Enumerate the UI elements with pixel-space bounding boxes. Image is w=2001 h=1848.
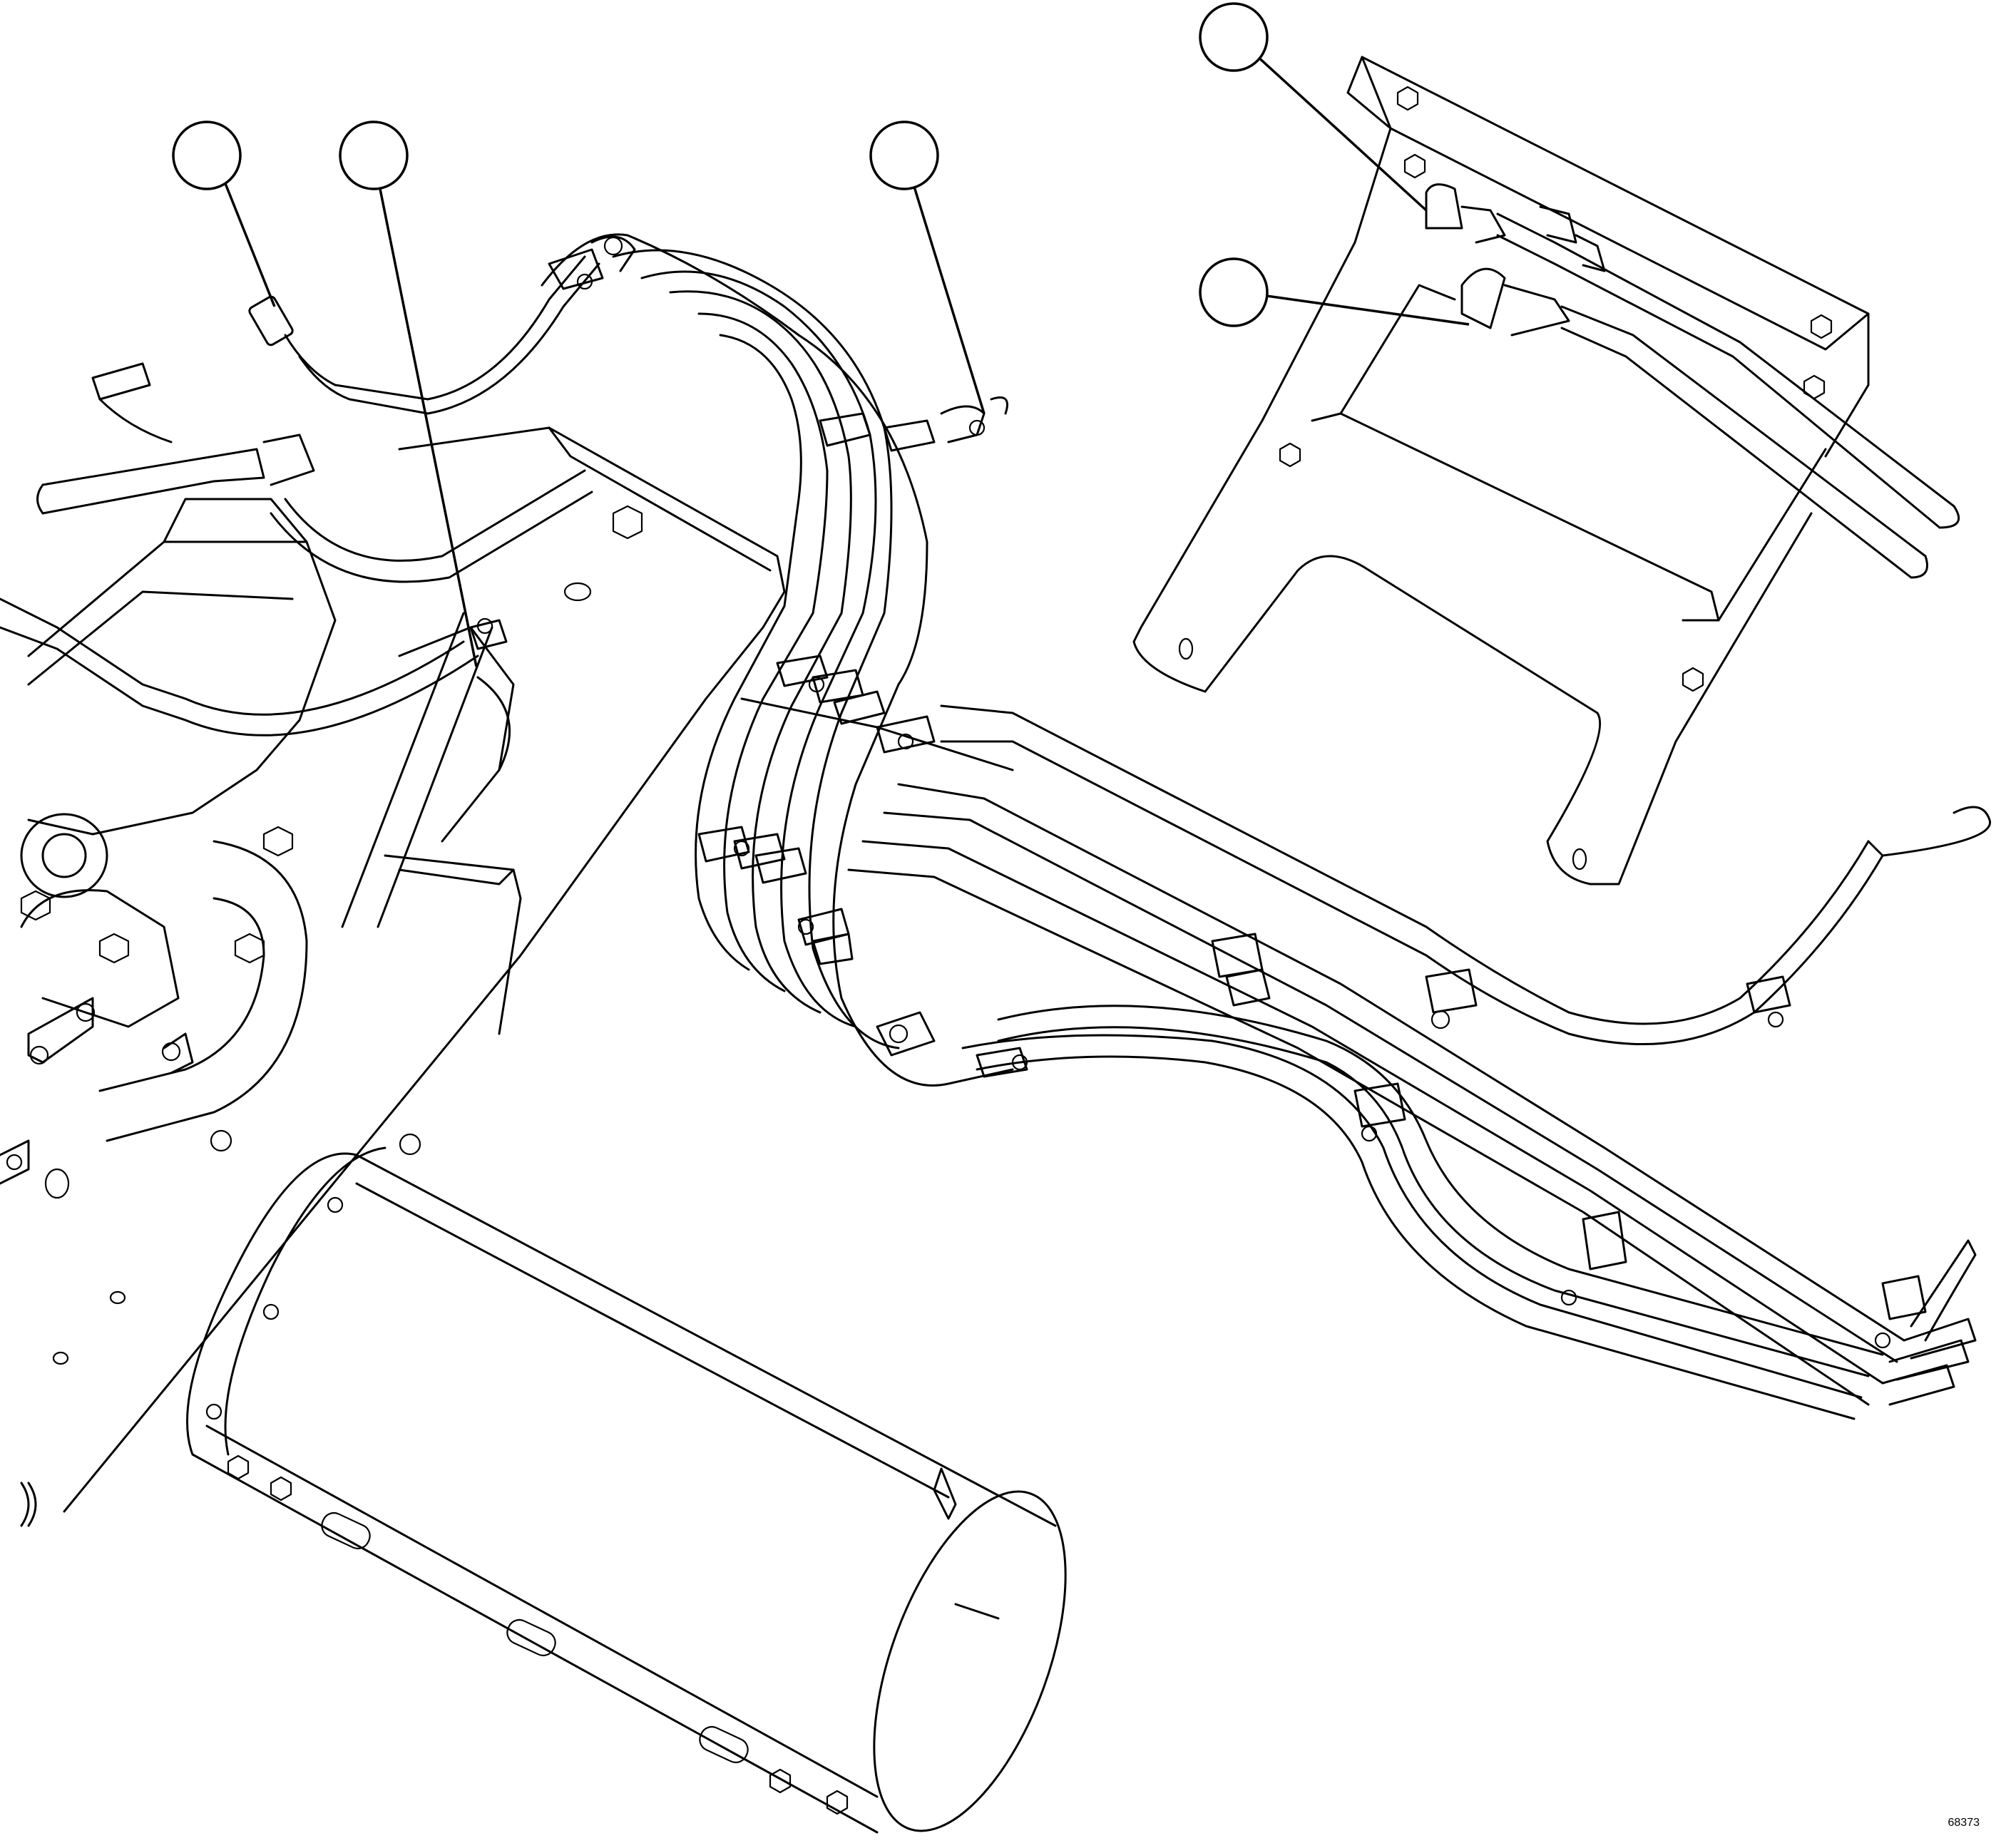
left-pump-assembly <box>0 498 337 1527</box>
bottom-cylinder <box>186 1129 1067 1834</box>
callout-3 <box>869 120 986 414</box>
callout-1 <box>172 120 276 307</box>
looping-hose-bundle <box>469 233 1014 1087</box>
figure-id-label: 68373 <box>1948 1817 1980 1829</box>
callouts <box>172 2 1470 667</box>
callout-4 <box>1199 2 1428 212</box>
long-hose-run <box>847 704 1992 1420</box>
main-frame-boom <box>63 426 1014 1513</box>
upper-right-bracket <box>1132 56 1960 885</box>
upper-left-hoses <box>0 255 600 736</box>
callout-5 <box>1199 257 1470 327</box>
callout-2 <box>339 120 478 667</box>
